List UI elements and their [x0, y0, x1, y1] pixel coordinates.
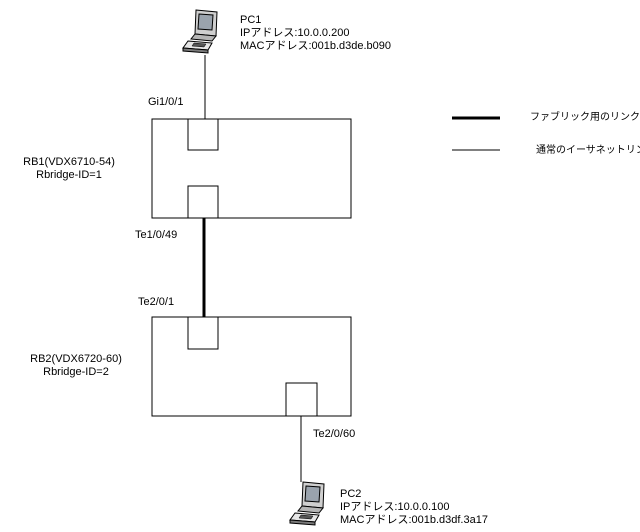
rb1-port-gi1-0-1 — [187, 118, 219, 151]
rb2-rbridge-id: Rbridge-ID=2 — [43, 366, 109, 378]
rb1-port-te1-0-49 — [187, 185, 219, 219]
legend-fabric-label: ファブリック用のリンク — [530, 112, 640, 123]
rb1-rbridge-id: Rbridge-ID=1 — [36, 169, 102, 181]
rb2-model: RB2(VDX6720-60) — [30, 353, 122, 365]
pc1-name: PC1 — [240, 14, 262, 26]
pc2-computer-icon — [289, 481, 325, 526]
pc2-info: PC2 IPアドレス:10.0.0.100 MACアドレス:001b.d3df.… — [340, 488, 488, 527]
port-label-te2-0-1: Te2/0/1 — [138, 296, 175, 308]
pc2-mac-address: MACアドレス:001b.d3df.3a17 — [340, 514, 488, 526]
rb1-switch — [151, 118, 352, 219]
pc1-ip-address: IPアドレス:10.0.0.200 — [240, 27, 350, 39]
pc2-ip-address: IPアドレス:10.0.0.100 — [340, 501, 450, 513]
pc1-computer-icon — [182, 9, 218, 54]
pc1-mac-address: MACアドレス:001b.d3de.b090 — [240, 40, 392, 52]
rb1-model: RB1(VDX6710-54) — [23, 156, 115, 168]
port-label-te1-0-49: Te1/0/49 — [135, 229, 178, 241]
rb2-switch — [151, 316, 352, 417]
pc2-name: PC2 — [340, 488, 362, 500]
port-label-te2-0-60: Te2/0/60 — [313, 428, 356, 440]
port-label-gi1-0-1: Gi1/0/1 — [148, 96, 184, 108]
rb2-port-te2-0-60 — [285, 382, 318, 417]
rb2-label: RB2(VDX6720-60) Rbridge-ID=2 — [20, 353, 132, 379]
pc1-info: PC1 IPアドレス:10.0.0.200 MACアドレス:001b.d3de.… — [240, 14, 391, 53]
rb2-port-te2-0-1 — [187, 316, 219, 350]
legend-ethernet-label: 通常のイーサネットリンク — [536, 145, 640, 156]
rb1-label: RB1(VDX6710-54) Rbridge-ID=1 — [14, 156, 124, 182]
